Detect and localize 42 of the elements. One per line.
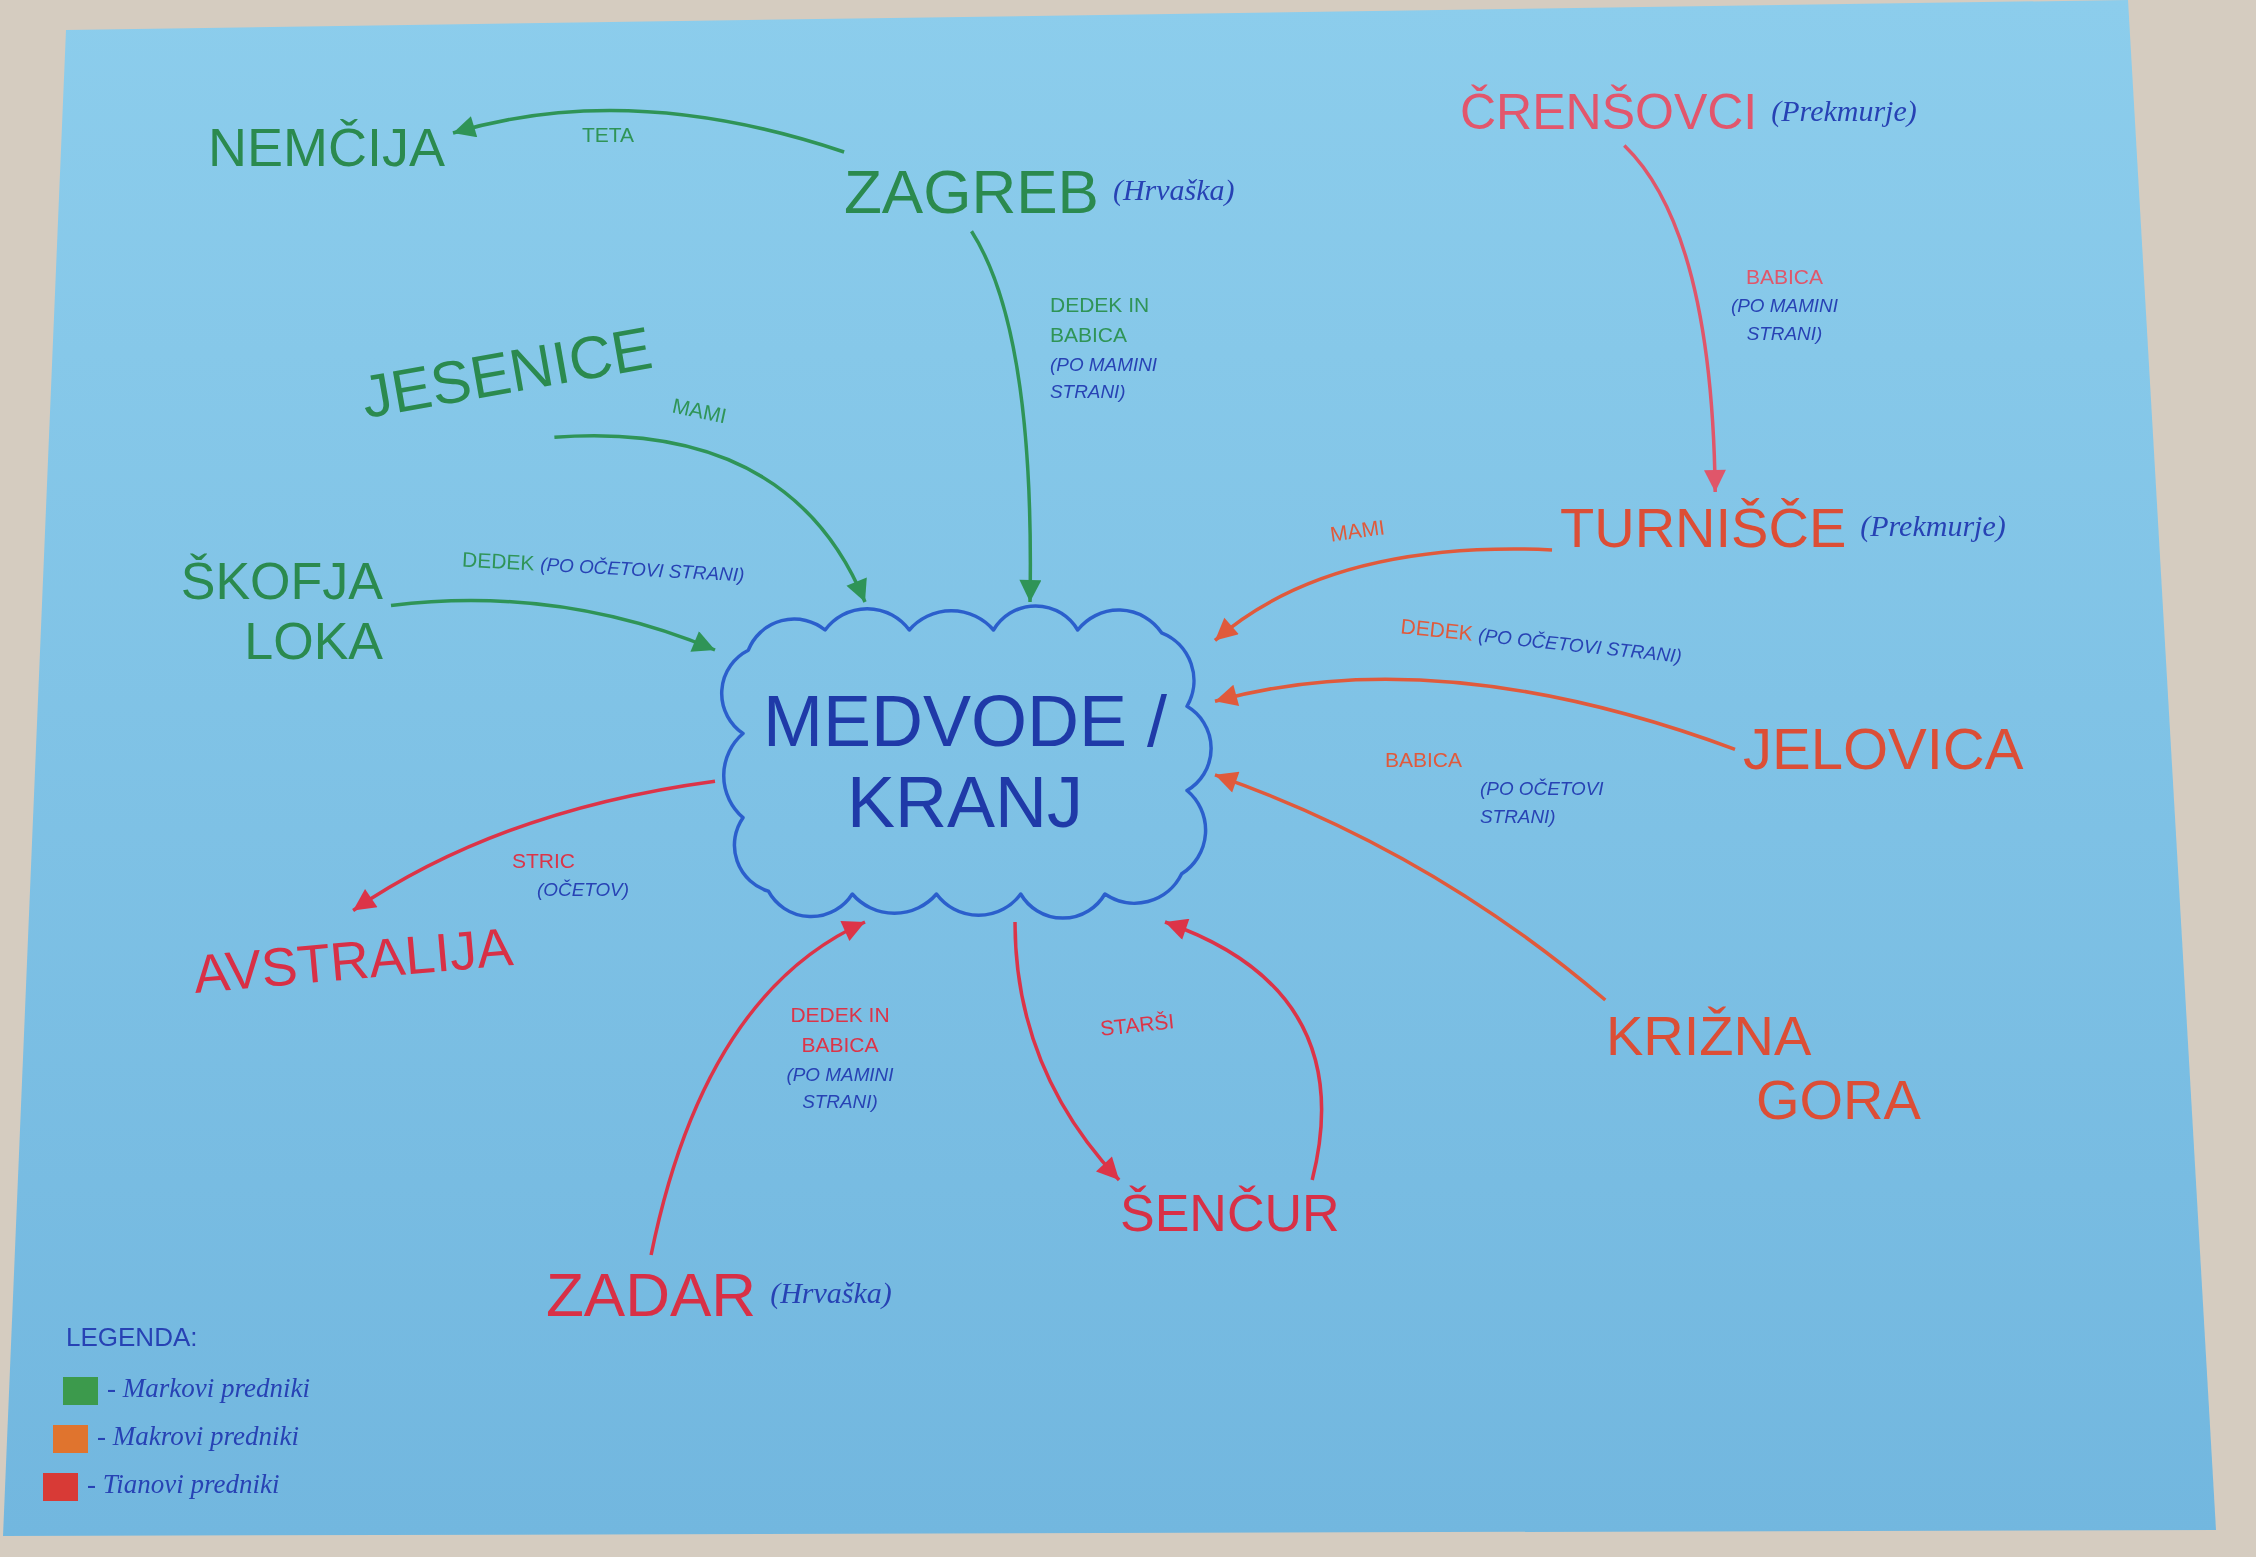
edge-label: MAMI xyxy=(1328,514,1387,548)
arrow xyxy=(970,230,1042,602)
arrow xyxy=(390,598,716,653)
arrow xyxy=(554,434,867,603)
arrow xyxy=(352,779,716,912)
edge-label: STRIC (OČETOV) xyxy=(512,848,630,903)
place-name: ZAGREB xyxy=(836,152,1107,232)
edge-label: DEDEK IN BABICA (PO MAMINI STRANI) xyxy=(1050,292,1159,405)
arrow xyxy=(1213,547,1553,642)
place-name: TURNIŠČE xyxy=(1552,492,1855,565)
edge-label: DEDEK IN BABICA (PO MAMINI STRANI) xyxy=(785,1002,895,1115)
place-name: ZADAR xyxy=(538,1255,765,1335)
edge-label: MAMI xyxy=(669,392,730,430)
place-name: ŠKOFJA LOKA xyxy=(150,548,391,676)
legend-title: LEGENDA: xyxy=(66,1322,198,1353)
edge-label: BABICA (PO OČETOVI STRANI) xyxy=(1385,747,1605,829)
place-name: AVSTRALIJA xyxy=(182,910,524,1010)
edge-label: STARŠI xyxy=(1098,1008,1176,1042)
region-note: (Hrvaška) xyxy=(1112,171,1235,208)
legend-text: - Makrovi predniki xyxy=(97,1421,299,1452)
arrow xyxy=(1164,919,1324,1181)
arrow xyxy=(1214,772,1607,1002)
region-note: (Prekmurje) xyxy=(1860,508,2006,545)
legend-text: - Markovi predniki xyxy=(107,1373,310,1404)
region-note: (Hrvaška) xyxy=(770,1274,892,1311)
place-name: JESENICE xyxy=(347,307,666,438)
place-name: ŠENČUR xyxy=(1112,1180,1348,1248)
edge-label: BABICA (PO MAMINI STRANI) xyxy=(1729,264,1839,346)
arrow xyxy=(1214,677,1736,751)
place-name: NEMČIJA xyxy=(200,112,453,183)
arrow xyxy=(1623,144,1726,493)
legend-text: - Tianovi predniki xyxy=(87,1469,280,1500)
edge-label: DEDEK (PO OČETOVI STRANI) xyxy=(461,546,746,588)
place-name: MEDVODE / KRANJ xyxy=(761,681,1169,843)
arrow xyxy=(649,920,866,1256)
place-name: ČRENŠOVCI xyxy=(1452,80,1766,146)
edge-label: DEDEK (PO OČETOVI STRANI) xyxy=(1399,613,1684,669)
place-name: KRIŽNA GORA xyxy=(1598,1000,1964,1137)
arrow xyxy=(452,108,845,154)
edge-label: TETA xyxy=(582,122,635,148)
place-name: JELOVICA xyxy=(1735,712,2032,787)
region-note: (Prekmurje) xyxy=(1771,92,1917,129)
